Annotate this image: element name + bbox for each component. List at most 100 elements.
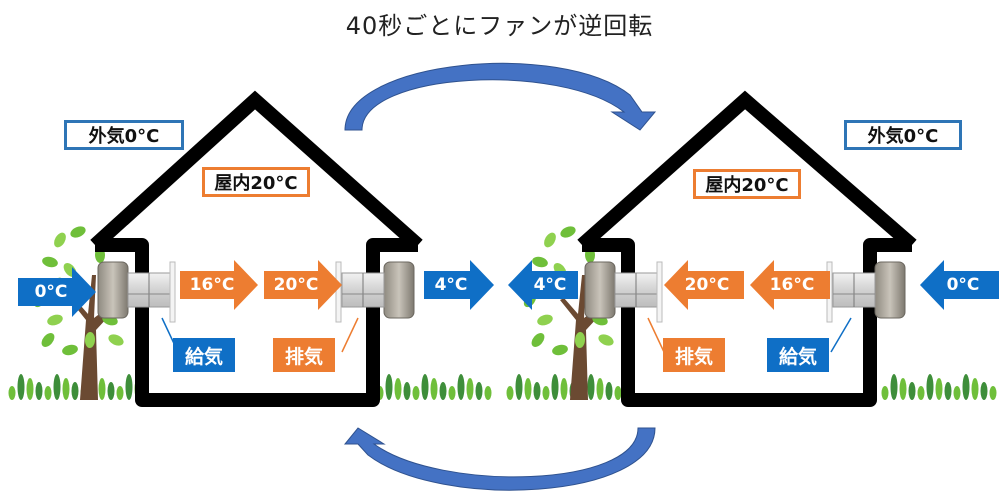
fan-grille — [656, 261, 663, 323]
indoor-temp-label: 屋内20°C — [693, 169, 801, 199]
flow-temp-label: 0°C — [946, 275, 980, 295]
supply-air-tag: 給気 — [767, 338, 829, 372]
grass-blade — [125, 374, 133, 400]
tree-leaf — [544, 232, 556, 248]
grass-blade — [506, 386, 514, 400]
grass-blade — [542, 386, 550, 400]
grass-blade — [107, 382, 115, 400]
tree-leaf — [54, 232, 66, 248]
ventilation-fan-icon — [97, 261, 176, 323]
grass-blade — [53, 374, 61, 400]
arrow-left-icon — [508, 260, 578, 310]
flow-temp-label: 16°C — [189, 275, 235, 295]
grass-blade — [515, 374, 523, 400]
grass-blade — [971, 378, 979, 400]
grass-blade — [116, 386, 124, 400]
arrow-left-icon — [920, 260, 999, 310]
outdoor-temp-label: 外気0°C — [64, 120, 184, 150]
flow-temp-label: 16°C — [769, 275, 815, 295]
tree-leaf — [537, 314, 553, 326]
grass-blade — [26, 378, 34, 400]
tree-leaf — [574, 332, 586, 348]
tree-leaf — [108, 334, 124, 346]
outdoor-temp-label: 外気0°C — [844, 120, 962, 150]
ventilation-fan-icon — [584, 261, 663, 323]
fan-hood — [874, 261, 906, 319]
grass-blade — [524, 378, 532, 400]
grass-blade — [533, 382, 541, 400]
ventilation-fan-icon — [335, 261, 415, 323]
flow-temp-label: 20°C — [684, 275, 730, 295]
fan-hood — [584, 261, 616, 319]
fan-grille — [335, 261, 342, 323]
tree-trunk — [70, 275, 120, 400]
arrow-right-icon — [180, 260, 258, 310]
grass-blade — [475, 382, 483, 400]
arrow-right-icon — [18, 267, 96, 317]
grass-blade — [385, 374, 393, 400]
grass-blade — [962, 374, 970, 400]
grass-blade — [605, 382, 613, 400]
grass-blade — [944, 382, 952, 400]
grass-blade — [926, 374, 934, 400]
curved-arrow-left-icon — [343, 427, 656, 491]
grass-blade — [466, 378, 474, 400]
grass-blade — [8, 386, 16, 400]
fan-grille — [169, 261, 176, 323]
tree-leaf — [84, 332, 96, 348]
grass-blade — [35, 382, 43, 400]
grass-blade — [394, 378, 402, 400]
tree-leaf — [598, 334, 614, 346]
grass-blade — [908, 382, 916, 400]
grass-blade — [551, 374, 559, 400]
supply-air-tag: 給気 — [173, 338, 235, 372]
grass-blade — [98, 378, 106, 400]
curved-arrow-right-icon — [344, 62, 657, 131]
arrow-right-icon — [264, 260, 342, 310]
grass-blade — [989, 386, 997, 400]
grass-blade — [412, 386, 420, 400]
grass-blade — [881, 386, 889, 400]
fan-hood — [97, 261, 129, 319]
arrow-left-icon — [750, 260, 830, 310]
house-right — [577, 90, 917, 407]
exhaust-air-tag: 排気 — [273, 338, 335, 372]
grass-blade — [980, 382, 988, 400]
tree-leaf — [42, 256, 58, 268]
grass-blade — [430, 378, 438, 400]
tree-leaf — [41, 333, 55, 347]
grass-blade — [935, 378, 943, 400]
arrow-right-icon — [424, 260, 494, 310]
flow-temp-label: 20°C — [273, 275, 319, 295]
grass-blade — [421, 374, 429, 400]
diagram-title: 40秒ごとにファンが逆回転 — [345, 12, 654, 40]
indoor-temp-label: 屋内20°C — [202, 167, 310, 197]
grass-blade — [439, 382, 447, 400]
grass-blade — [587, 374, 595, 400]
tree-leaf — [532, 256, 548, 268]
grass-blade — [890, 374, 898, 400]
grass-blade — [457, 374, 465, 400]
grass-blade — [403, 382, 411, 400]
tree-leaf — [62, 344, 78, 356]
tree-leaf — [70, 226, 86, 238]
exhaust-air-tag: 排気 — [663, 338, 725, 372]
tree-trunk — [560, 275, 610, 400]
tree-leaf — [531, 333, 545, 347]
grass-blade — [484, 386, 492, 400]
grass-blade — [560, 378, 568, 400]
grass-blade — [62, 378, 70, 400]
flow-temp-label: 4°C — [434, 275, 468, 295]
grass-blade — [71, 382, 79, 400]
arrow-left-icon — [664, 260, 744, 310]
house-left — [90, 90, 423, 407]
flow-temp-label: 4°C — [533, 275, 567, 295]
grass-blade — [448, 386, 456, 400]
grass-blade — [44, 386, 52, 400]
grass-icon — [8, 374, 997, 400]
tree-leaf — [552, 344, 568, 356]
flow-temp-label: 0°C — [34, 282, 68, 302]
grass-blade — [917, 386, 925, 400]
